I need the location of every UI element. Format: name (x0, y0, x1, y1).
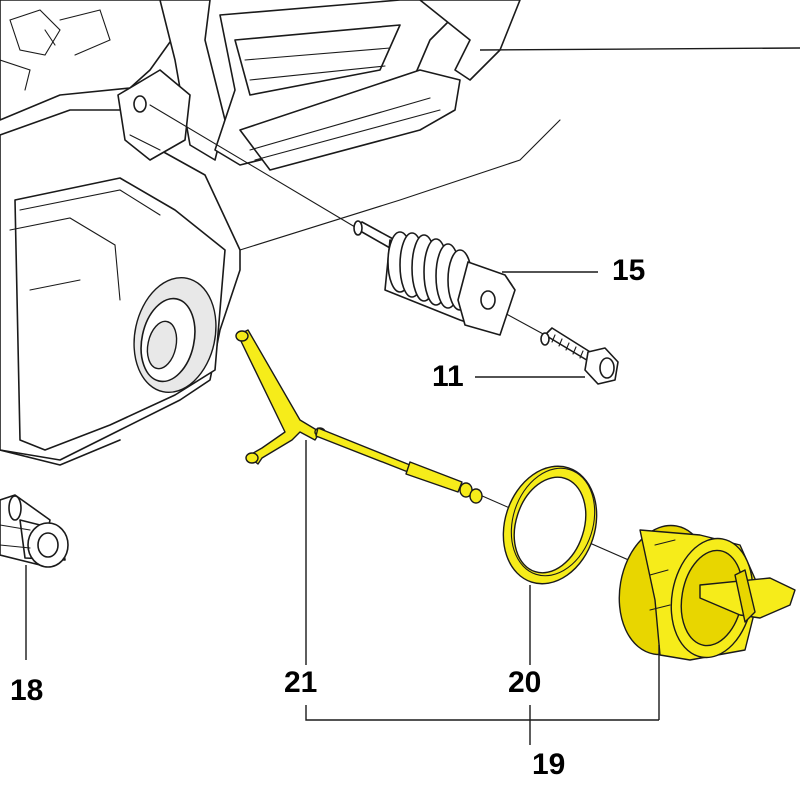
callout-15: 15 (612, 254, 646, 287)
callout-19: 19 (532, 748, 566, 781)
assembly-axis-worm (149, 104, 361, 231)
bolt (540, 327, 619, 385)
housing (0, 0, 561, 466)
callout-18: 18 (10, 674, 44, 707)
o-ring (502, 465, 598, 585)
housing-leader (479, 47, 800, 51)
callout-21: 21 (284, 666, 318, 699)
oil-cap (618, 524, 796, 661)
leader-19-bracket (305, 705, 659, 721)
oil-hose (235, 329, 483, 504)
worm-gear (353, 220, 516, 336)
callout-20: 20 (508, 666, 542, 699)
bushing (0, 494, 69, 568)
callout-11: 11 (432, 360, 464, 393)
